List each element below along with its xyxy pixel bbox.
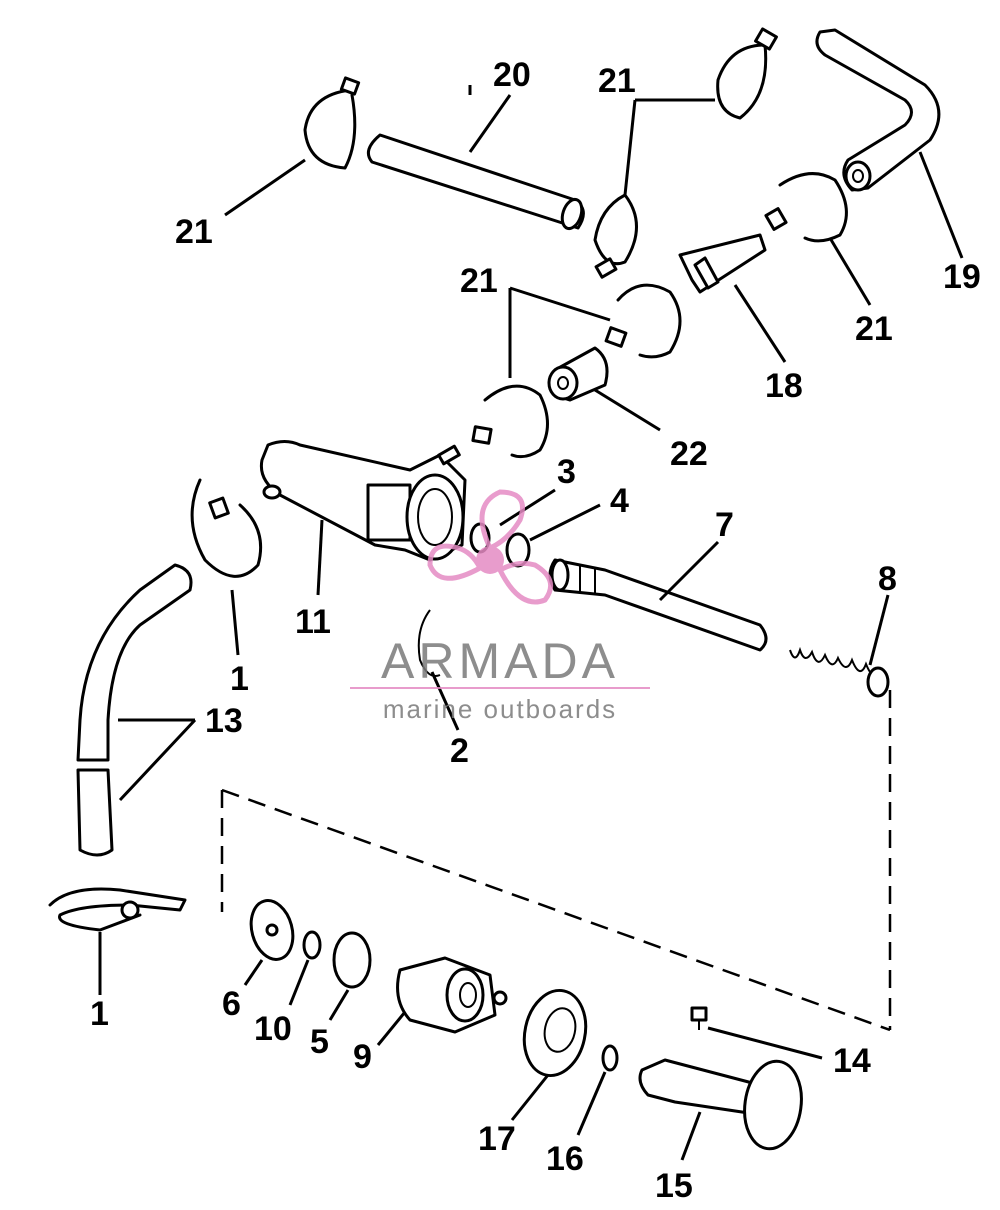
fitting-9: [396, 956, 508, 1034]
label-16: 16: [546, 1140, 584, 1178]
part-labels: 20 21 21 19 21 21 18 22 3 4 7 8 11 1 13 …: [90, 56, 981, 1205]
label-19: 19: [943, 258, 981, 296]
tee-fitting-18: [678, 233, 767, 294]
spring-8: [789, 646, 890, 698]
leader-lines: [98, 85, 964, 1161]
label-11: 11: [295, 603, 331, 641]
label-1-lower: 1: [90, 995, 109, 1033]
label-21-top-left: 21: [175, 213, 213, 251]
connector-22: [547, 346, 609, 402]
label-10: 10: [254, 1010, 292, 1048]
clamp-21-mid: [593, 193, 638, 279]
hose-19: [815, 28, 941, 192]
label-13: 13: [205, 702, 243, 740]
hose-13: [76, 563, 193, 857]
label-3: 3: [557, 453, 576, 491]
label-22: 22: [670, 435, 708, 473]
label-21-center: 21: [460, 262, 498, 300]
label-7: 7: [715, 506, 734, 544]
label-15: 15: [655, 1167, 693, 1205]
o-ring-16: [601, 1044, 619, 1072]
label-17: 17: [478, 1120, 516, 1158]
o-ring-10: [302, 930, 322, 960]
hose-20: [366, 133, 585, 231]
label-4: 4: [610, 482, 629, 520]
o-ring-5: [332, 931, 372, 989]
label-6: 6: [222, 985, 241, 1023]
shaft-7: [548, 558, 768, 652]
label-20: 20: [493, 56, 531, 94]
label-5: 5: [310, 1023, 329, 1061]
label-21-top-center: 21: [598, 62, 636, 100]
clamp-1-upper: [190, 478, 263, 578]
clamp-21-left: [303, 76, 361, 170]
plunger-15: [638, 1058, 803, 1151]
screw-14: [690, 1006, 708, 1030]
label-21-right: 21: [855, 310, 893, 348]
assembly-guide-line: [220, 690, 892, 1032]
watermark-title: ARMADA: [381, 633, 619, 689]
clamp-21-right: [764, 172, 848, 243]
body-11: [259, 440, 467, 562]
clamp-21-top-right: [716, 27, 778, 120]
label-1-upper: 1: [230, 660, 249, 698]
clamp-1-lower: [48, 887, 187, 932]
seal-17: [522, 988, 588, 1078]
clamp-21-lower-center: [471, 384, 549, 459]
watermark-subtitle: marine outboards: [383, 694, 617, 724]
label-9: 9: [353, 1038, 372, 1076]
label-2: 2: [450, 732, 469, 770]
armada-watermark: ARMADA marine outboards: [350, 489, 650, 724]
label-18: 18: [765, 367, 803, 405]
washer-6: [249, 899, 295, 961]
label-8: 8: [878, 560, 897, 598]
label-14: 14: [833, 1042, 871, 1080]
clamp-21-upper-center: [604, 283, 682, 359]
propeller-logo-icon: [427, 489, 554, 605]
